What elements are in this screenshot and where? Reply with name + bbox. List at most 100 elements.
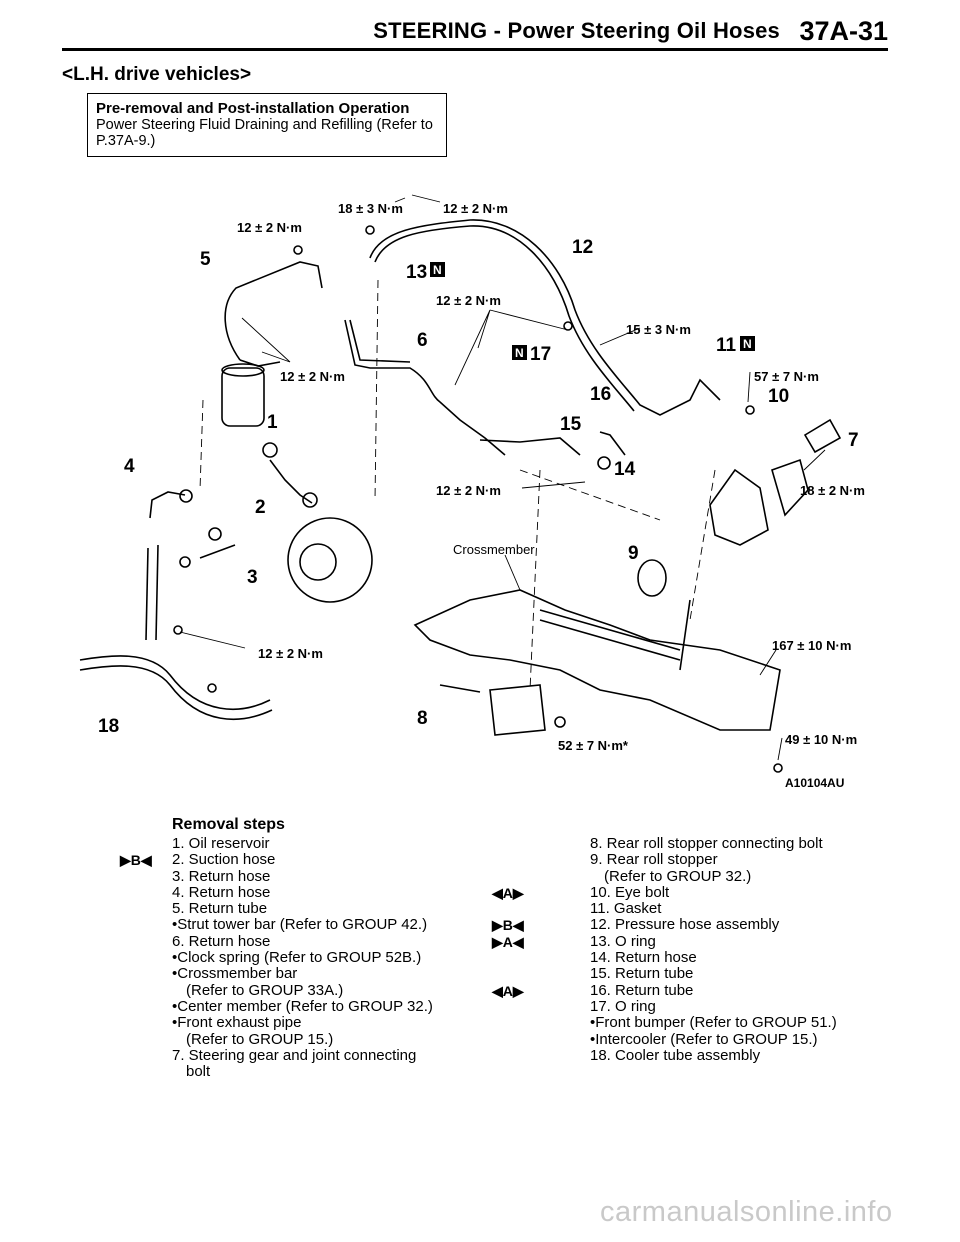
- new-part-mark-13: N: [430, 262, 445, 277]
- part-label-14: 14: [614, 459, 636, 480]
- removal-step-text: 15. Return tube: [590, 965, 694, 983]
- service-point-mark: ▶B◀: [492, 917, 524, 934]
- removal-step-text: 4. Return hose: [172, 883, 271, 901]
- cooler-tube: [79, 655, 271, 710]
- service-point-mark: ▶B◀: [120, 852, 152, 869]
- pressure-hose: [369, 219, 721, 416]
- page-number: 37A-31: [799, 16, 888, 46]
- removal-step-row: (Refer to GROUP 15.): [172, 1031, 433, 1048]
- watermark: carmanualsonline.info: [600, 1196, 893, 1228]
- part-label-13: 13: [406, 262, 427, 283]
- removal-step-text: 17. O ring: [590, 997, 656, 1015]
- part-label-10: 10: [768, 386, 789, 407]
- suction-hose: [269, 459, 313, 504]
- removal-step-row: 8. Rear roll stopper connecting bolt: [590, 835, 837, 852]
- part-label-1: 1: [267, 412, 278, 433]
- crossmember: [413, 589, 781, 731]
- removal-step-row: 4. Return hose: [172, 883, 433, 901]
- figure-code: A10104AU: [785, 776, 844, 790]
- removal-step-text: 3. Return hose: [172, 867, 271, 885]
- removal-step-text: •Center member (Refer to GROUP 32.): [172, 997, 433, 1015]
- removal-step-row: •Strut tower bar (Refer to GROUP 42.): [172, 917, 433, 933]
- page-header: STEERING - Power Steering Oil Hoses 37A-…: [62, 16, 888, 51]
- removal-step-text: 2. Suction hose: [172, 851, 276, 869]
- part-label-8: 8: [417, 708, 428, 729]
- service-point-mark: ▶A◀: [492, 933, 524, 950]
- rear-roll-stopper-bracket: [489, 684, 546, 736]
- removal-step-row: 1. Oil reservoir: [172, 835, 433, 852]
- part-label-18: 18: [98, 716, 119, 737]
- part-label-17: 17: [530, 344, 551, 365]
- removal-step-row: •Intercooler (Refer to GROUP 15.): [590, 1030, 837, 1048]
- removal-step-row: ▶B◀ 12. Pressure hose assembly: [492, 916, 837, 934]
- part-label-5: 5: [200, 249, 211, 270]
- removal-step-row: •Front bumper (Refer to GROUP 51.): [590, 1015, 837, 1031]
- part-label-15: 15: [560, 414, 582, 435]
- removal-step-text: bolt: [186, 1063, 211, 1081]
- removal-step-text: 16. Return tube: [590, 981, 694, 999]
- removal-step-row: 15. Return tube: [590, 966, 837, 982]
- return-hose-6: [344, 319, 506, 456]
- torque-12-2-mid: 12 ± 2 N·m: [436, 293, 501, 308]
- removal-step-text: •Intercooler (Refer to GROUP 15.): [590, 1030, 818, 1048]
- exploded-diagram: 5 1 2 4 3 18 6 13 N 12 N 17 16 15 14 11 …: [79, 194, 865, 790]
- part-label-3: 3: [247, 567, 258, 588]
- new-part-mark-11: N: [740, 336, 755, 351]
- torque-12-2-cool: 12 ± 2 N·m: [258, 646, 323, 661]
- pre-removal-heading: Pre-removal and Post-installation Operat…: [96, 100, 410, 117]
- removal-step-row: •Center member (Refer to GROUP 32.): [172, 997, 433, 1015]
- torque-49-10: 49 ± 10 N·m: [785, 732, 857, 747]
- removal-step-text: 14. Return hose: [590, 949, 697, 967]
- removal-step-text: 13. O ring: [590, 932, 656, 950]
- removal-step-row: ▶B◀ 2. Suction hose: [120, 851, 433, 869]
- section-title: STEERING - Power Steering Oil Hoses: [373, 18, 780, 43]
- removal-step-text: •Crossmember bar: [172, 965, 298, 983]
- removal-step-text: •Strut tower bar (Refer to GROUP 42.): [172, 916, 428, 934]
- return-hose-4: [149, 491, 186, 519]
- removal-step-text: 5. Return tube: [172, 900, 268, 918]
- removal-step-row: 3. Return hose: [172, 867, 433, 885]
- removal-step-text: 11. Gasket: [590, 900, 662, 918]
- torque-57-7: 57 ± 7 N·m: [754, 369, 819, 384]
- removal-step-row: 11. Gasket: [590, 901, 837, 917]
- oil-reservoir: [221, 367, 265, 427]
- torque-18-3: 18 ± 3 N·m: [338, 201, 403, 216]
- torque-167-10: 167 ± 10 N·m: [772, 638, 851, 653]
- torque-12-2-left: 12 ± 2 N·m: [237, 220, 302, 235]
- removal-step-row: 9. Rear roll stopper: [590, 852, 837, 868]
- part-label-2: 2: [255, 497, 266, 518]
- header-rule: [62, 48, 888, 51]
- part-label-6: 6: [417, 330, 428, 351]
- torque-52-7: 52 ± 7 N·m*: [558, 738, 629, 753]
- removal-step-text: 18. Cooler tube assembly: [590, 1046, 761, 1064]
- removal-step-text: 6. Return hose: [172, 932, 271, 950]
- removal-step-row: (Refer to GROUP 33A.): [172, 981, 433, 999]
- removal-steps-title: Removal steps: [172, 816, 285, 833]
- pre-removal-line-2: P.37A-9.): [96, 133, 156, 149]
- rear-roll-stopper: [637, 559, 667, 597]
- oil-pump: [287, 517, 373, 603]
- removal-step-row: 18. Cooler tube assembly: [590, 1046, 837, 1064]
- removal-step-row: bolt: [172, 1064, 433, 1080]
- removal-step-text: 9. Rear roll stopper: [590, 851, 718, 869]
- pre-removal-box: Pre-removal and Post-installation Operat…: [87, 93, 447, 157]
- return-tube-15: [479, 437, 581, 456]
- part-label-12: 12: [572, 237, 593, 258]
- removal-step-text: 12. Pressure hose assembly: [590, 916, 780, 934]
- removal-step-text: •Clock spring (Refer to GROUP 52B.): [172, 949, 422, 967]
- removal-step-row: •Clock spring (Refer to GROUP 52B.): [172, 949, 433, 967]
- removal-step-row: (Refer to GROUP 32.): [590, 868, 837, 885]
- service-point-mark: ◀A▶: [492, 982, 524, 999]
- part-label-4: 4: [124, 456, 135, 477]
- part-label-16: 16: [590, 384, 611, 405]
- return-hose-3: [199, 544, 236, 559]
- removal-step-row: ◀A▶ 16. Return tube: [492, 981, 837, 999]
- steering-gear: [539, 609, 681, 651]
- svg-text:N: N: [743, 337, 752, 351]
- part-label-11: 11: [716, 335, 737, 356]
- svg-text:N: N: [515, 346, 524, 360]
- torque-12-2-low: 12 ± 2 N·m: [436, 483, 501, 498]
- removal-step-text: (Refer to GROUP 33A.): [186, 981, 344, 999]
- removal-step-row: ▶A◀ 13. O ring: [492, 932, 837, 950]
